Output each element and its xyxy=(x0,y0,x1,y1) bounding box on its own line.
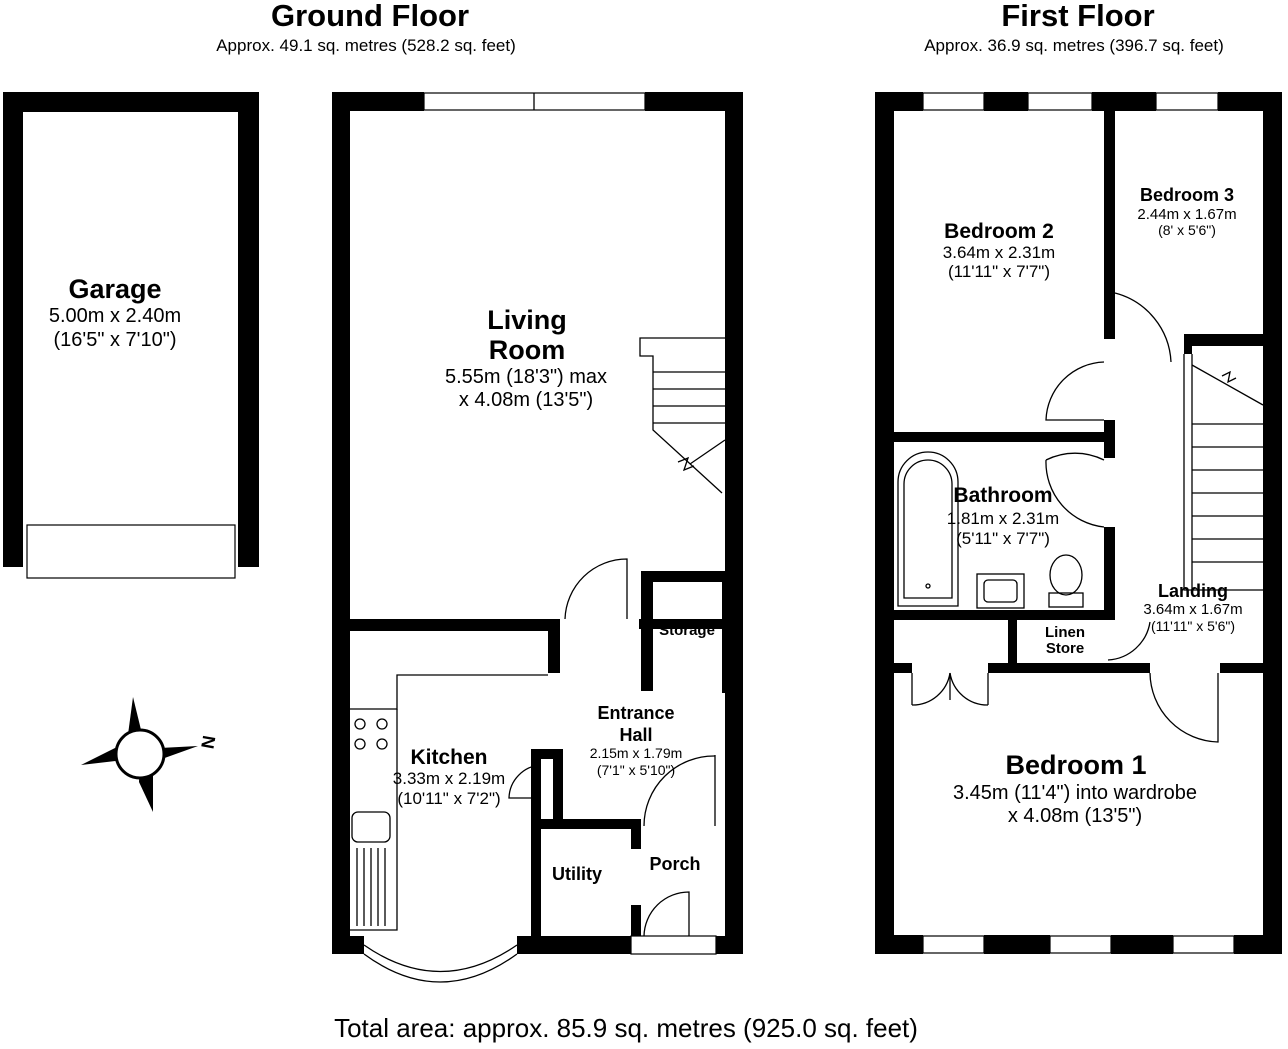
bathroom-dim2: (5'11" x 7'7") xyxy=(956,529,1050,548)
bedroom3-window xyxy=(1155,92,1219,111)
garage-dim1: 5.00m x 2.40m xyxy=(49,305,181,327)
bedroom2-door-swing xyxy=(1045,361,1105,421)
linen-store-name2: Store xyxy=(1046,640,1084,657)
first-floor-walls xyxy=(875,92,1282,954)
bathroom-door-swing xyxy=(1045,452,1105,528)
entrance-hall-dim2: (7'1" x 5'10") xyxy=(597,762,675,778)
kitchen-worktop-top xyxy=(350,674,548,710)
kitchen-name: Kitchen xyxy=(410,746,487,769)
bathroom-name: Bathroom xyxy=(953,484,1052,507)
garage xyxy=(3,92,259,579)
living-door-swing xyxy=(564,558,628,620)
garage-door xyxy=(26,524,236,579)
ground-floor-area: Approx. 49.1 sq. metres (528.2 sq. feet) xyxy=(216,36,516,55)
storage-name: Storage xyxy=(659,622,715,639)
kitchen-dim2: (10'11" x 7'2") xyxy=(397,789,500,808)
compass-icon xyxy=(81,697,198,812)
hall-door-swing xyxy=(643,755,716,827)
bedroom1-window-right xyxy=(1172,935,1235,954)
entrance-hall-dim1: 2.15m x 1.79m xyxy=(590,745,683,761)
kitchen-dim1: 3.33m x 2.19m xyxy=(393,769,505,788)
bedroom3-dim2: (8' x 5'6") xyxy=(1158,222,1216,238)
ground-floor-title: Ground Floor xyxy=(271,0,469,33)
entrance-hall-name1: Entrance xyxy=(597,703,674,723)
living-room-name1: Living xyxy=(487,305,567,335)
bedroom2-window-right xyxy=(1027,92,1093,111)
bath-icon xyxy=(897,451,959,607)
landing-dim2: (11'11" x 5'6") xyxy=(1151,618,1235,634)
bedroom2-dim1: 3.64m x 2.31m xyxy=(943,243,1055,262)
living-room-dim1: 5.55m (18'3") max xyxy=(445,366,607,388)
bedroom1-door-swing xyxy=(1149,672,1219,743)
bedroom1-window-left xyxy=(922,935,985,954)
bedroom2-window-left xyxy=(922,92,985,111)
toilet-icon xyxy=(1048,554,1084,608)
bedroom3-name: Bedroom 3 xyxy=(1140,185,1234,205)
garage-dim2: (16'5" x 7'10") xyxy=(53,329,176,351)
staircase-first xyxy=(1183,354,1264,591)
bedroom1-name: Bedroom 1 xyxy=(1005,750,1146,780)
living-room-name2: Room xyxy=(489,335,566,365)
bedroom1-window-mid xyxy=(1049,935,1112,954)
bedroom3-dim1: 2.44m x 1.67m xyxy=(1137,206,1236,223)
kitchen-worktop-side xyxy=(350,709,398,931)
entrance-hall-name2: Hall xyxy=(619,725,652,745)
living-room-dim2: x 4.08m (13'5") xyxy=(459,389,593,411)
bedroom3-door-swing xyxy=(1114,292,1172,363)
bedroom2-name: Bedroom 2 xyxy=(944,220,1054,243)
washbasin-icon xyxy=(976,573,1025,609)
linen-door-swing xyxy=(1107,621,1151,661)
staircase-ground xyxy=(639,337,726,494)
wardrobe-doors xyxy=(911,672,989,706)
landing-name: Landing xyxy=(1158,581,1228,601)
compass-north-label: N xyxy=(197,734,219,750)
utility-door-swing xyxy=(508,764,542,799)
first-floor-title: First Floor xyxy=(1001,0,1154,33)
bedroom1-dim2: x 4.08m (13'5") xyxy=(1008,805,1142,827)
utility-name: Utility xyxy=(552,864,602,884)
garage-name: Garage xyxy=(68,274,161,304)
ground-floor-walls xyxy=(332,92,743,954)
hob-icon xyxy=(354,718,388,750)
total-area: Total area: approx. 85.9 sq. metres (925… xyxy=(334,1013,918,1043)
kitchen-sink-icon xyxy=(351,811,391,926)
linen-store-name1: Linen xyxy=(1045,624,1085,641)
first-floor-area: Approx. 36.9 sq. metres (396.7 sq. feet) xyxy=(924,36,1224,55)
bedroom1-dim1: 3.45m (11'4") into wardrobe xyxy=(953,782,1197,804)
bedroom2-dim2: (11'11" x 7'7") xyxy=(948,262,1050,281)
bathroom-dim1: 1.81m x 2.31m xyxy=(947,509,1059,528)
porch-name: Porch xyxy=(649,854,700,874)
porch-door-swing xyxy=(643,891,690,937)
landing-dim1: 3.64m x 1.67m xyxy=(1143,601,1242,618)
